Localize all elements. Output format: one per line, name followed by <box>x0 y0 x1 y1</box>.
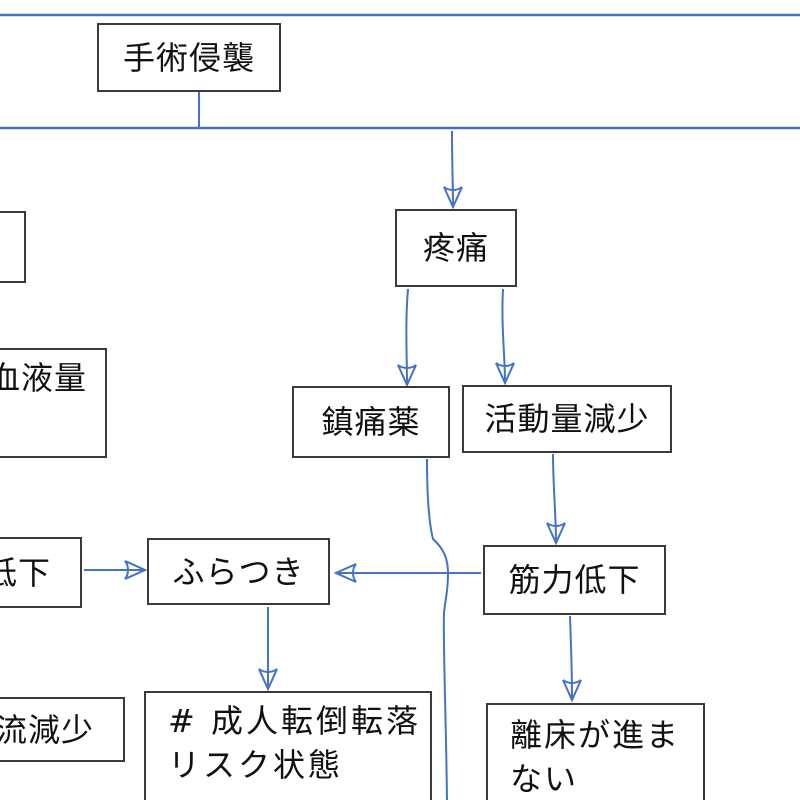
node-flow-decrease-label: 流減少 <box>0 710 95 749</box>
node-surgery: 手術侵襲 <box>97 23 281 92</box>
node-fall-risk-label: # 成人転倒転落 リスク状態 <box>168 702 421 784</box>
node-blood-volume: 血液量 <box>0 348 107 458</box>
node-surgery-label: 手術侵襲 <box>122 38 255 77</box>
node-decline: 低下 <box>0 537 82 608</box>
node-fall-risk: # 成人転倒転落 リスク状態 <box>144 691 432 800</box>
node-flow-decrease: 流減少 <box>0 697 125 762</box>
edge-bus-to-pain <box>452 130 453 207</box>
edge-pain-to-analgesic <box>406 288 408 385</box>
node-muscle-weakness: 筋力低下 <box>483 545 666 615</box>
node-unsteadiness: ふらつき <box>147 538 330 605</box>
node-pain: 疼痛 <box>395 209 517 287</box>
node-decline-label: 低下 <box>0 553 52 592</box>
node-cutoff-top-left <box>0 211 26 283</box>
node-unsteadiness-label: ふらつき <box>172 552 305 591</box>
node-muscle-weakness-label: 筋力低下 <box>508 561 641 599</box>
node-activity-decrease-label: 活動量減少 <box>484 400 650 438</box>
node-pain-label: 疼痛 <box>422 229 489 267</box>
edge-activity-decrease-to-muscle-weakness <box>553 453 556 543</box>
edge-pain-to-activity-decrease <box>502 288 505 383</box>
node-activity-decrease: 活動量減少 <box>462 385 672 453</box>
node-blood-volume-label: 血液量 <box>0 359 88 397</box>
node-bed-mobility-label: 離床が進ま ない <box>510 716 681 798</box>
node-bed-mobility: 離床が進ま ない <box>486 703 705 800</box>
node-analgesic-label: 鎮痛薬 <box>321 403 421 441</box>
edge-muscle-weakness-to-bed-mobility <box>570 615 572 700</box>
node-analgesic: 鎮痛薬 <box>292 386 450 458</box>
edge-analgesic-down-offscreen <box>426 458 450 800</box>
